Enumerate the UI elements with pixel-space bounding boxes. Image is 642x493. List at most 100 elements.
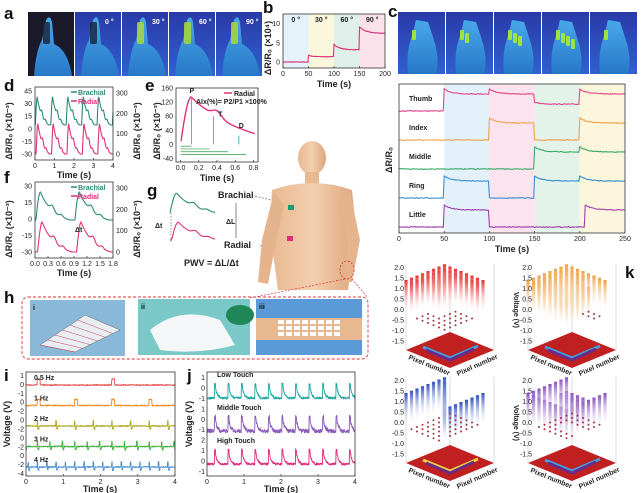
band-label: 30 ° (315, 16, 328, 24)
x-axis-label: Time (s) (83, 484, 117, 493)
y-tick-label: 160 (161, 86, 173, 93)
y-tick-label: 1 (201, 375, 205, 382)
x-tick-label: 0 (24, 479, 28, 486)
pixel-dot (565, 432, 568, 435)
y-tick-label: 80 (165, 114, 173, 121)
sensor-pixel (334, 320, 340, 324)
panel-label-j: j (186, 366, 192, 385)
voltage-pillar (564, 377, 569, 412)
pixel-dot (443, 328, 446, 331)
heatmap-pattern (547, 347, 597, 362)
x-tick-label: 3 (316, 479, 320, 486)
pixel-dot (571, 435, 573, 437)
z-tick-label: 2.0 (522, 378, 532, 385)
sensor-pixel (294, 326, 300, 330)
z-tick-label: 1.5 (522, 276, 532, 283)
legend-radial: Radial (78, 194, 99, 201)
voltage-pillar (603, 393, 607, 427)
y-tick-label: -1 (199, 469, 205, 476)
z-tick-label: 1.0 (394, 286, 404, 293)
pixel-dot (438, 317, 440, 320)
gloved-finger (226, 305, 254, 325)
z-axis-label: Voltage (V) (512, 292, 519, 328)
pixel-dot (454, 315, 457, 318)
bend-angle-label: 90 ° (246, 18, 259, 26)
pixel-dot (576, 423, 579, 426)
x-tick-label: 100 (328, 71, 340, 78)
pixel-dot (438, 435, 440, 437)
voltage-pillar (553, 381, 558, 416)
pixel-dot (560, 435, 562, 437)
pixel-dot (443, 324, 446, 327)
finger-label: Little (409, 212, 426, 219)
voltage-trace (206, 448, 356, 466)
z-tick-label: 2.0 (522, 265, 532, 272)
panel-label-d: d (4, 76, 14, 95)
finger-label: Middle (409, 154, 431, 161)
z-tick-label: 0.0 (522, 307, 532, 314)
bend-angle-label: 60 ° (199, 18, 212, 26)
x-tick-label: 1 (61, 479, 65, 486)
y-tick-label: 120 (161, 100, 173, 107)
gesture-band (444, 84, 490, 233)
strain-sensor (90, 22, 97, 44)
pixel-dot (598, 315, 601, 318)
x-axis-label: Time (s) (57, 268, 91, 278)
finger-trace-thumb (399, 88, 626, 112)
pixel-dot (438, 426, 440, 428)
strain-sensor (556, 30, 560, 40)
x-tick-label: 4 (353, 479, 357, 486)
y-tick-label: 10 (272, 21, 280, 28)
y-tick-label: -2 (18, 444, 24, 451)
floor-heatmap (528, 332, 616, 368)
y-axis-label-left: ΔR/R₀ (×10⁻³) (4, 200, 14, 258)
voltage-pillar (531, 277, 536, 312)
grid-line (54, 334, 91, 345)
x-tick-label: 2 (72, 163, 76, 170)
voltage-pillar (415, 388, 419, 423)
pixel-dot (554, 423, 557, 426)
pixel-dot (454, 432, 457, 435)
sub-label-iii: iii (259, 304, 265, 311)
voltage-pillar (603, 280, 607, 314)
z-tick-label: 0.0 (394, 307, 404, 314)
sensor-pixel (302, 320, 308, 324)
x-tick-label: 100 (484, 236, 496, 243)
pixel-dot (582, 313, 584, 315)
floor-heatmap (406, 445, 494, 481)
pixel-dot (549, 430, 551, 433)
z-tick-label: -1.0 (392, 441, 404, 448)
x-tick-label: 0.2 (194, 165, 204, 172)
pixel-voltage-plot (526, 377, 617, 481)
x-axis-label: Time (s) (495, 244, 529, 254)
x-tick-label: 1.2 (82, 261, 92, 268)
z-tick-label: 0.0 (522, 420, 532, 427)
voltage-trace (25, 398, 175, 407)
x-tick-label: 1 (53, 163, 57, 170)
voltage-pillar (470, 397, 474, 432)
pixel-dot (421, 319, 424, 322)
y-tick-label: 0 (276, 60, 280, 67)
x-tick-label: 0.0 (30, 261, 40, 268)
z-tick-label: 1.0 (522, 399, 532, 406)
pixel-dot (460, 322, 462, 324)
strain-sensor (184, 22, 191, 44)
voltage-pillar (597, 395, 602, 430)
pixel-dot (449, 426, 451, 428)
x-tick-label: 4 (173, 479, 177, 486)
finger-trace-ring (398, 175, 626, 199)
pixel-dot (416, 426, 418, 428)
pixel-dot (427, 322, 429, 324)
pixel-dot (432, 324, 435, 327)
y-tick-label: 200 (116, 111, 128, 118)
voltage-pillar (575, 395, 580, 430)
voltage-pillar (548, 384, 552, 418)
heatmap-pattern (547, 460, 597, 475)
z-tick-label: -0.5 (392, 318, 404, 325)
y-tick-label: 0 (20, 435, 24, 442)
pixel-dot (432, 315, 435, 318)
point-label-T: T (218, 111, 223, 118)
x-tick-label: 1.5 (95, 261, 105, 268)
y-tick-label: 1 (20, 373, 24, 380)
voltage-trace (206, 382, 356, 400)
